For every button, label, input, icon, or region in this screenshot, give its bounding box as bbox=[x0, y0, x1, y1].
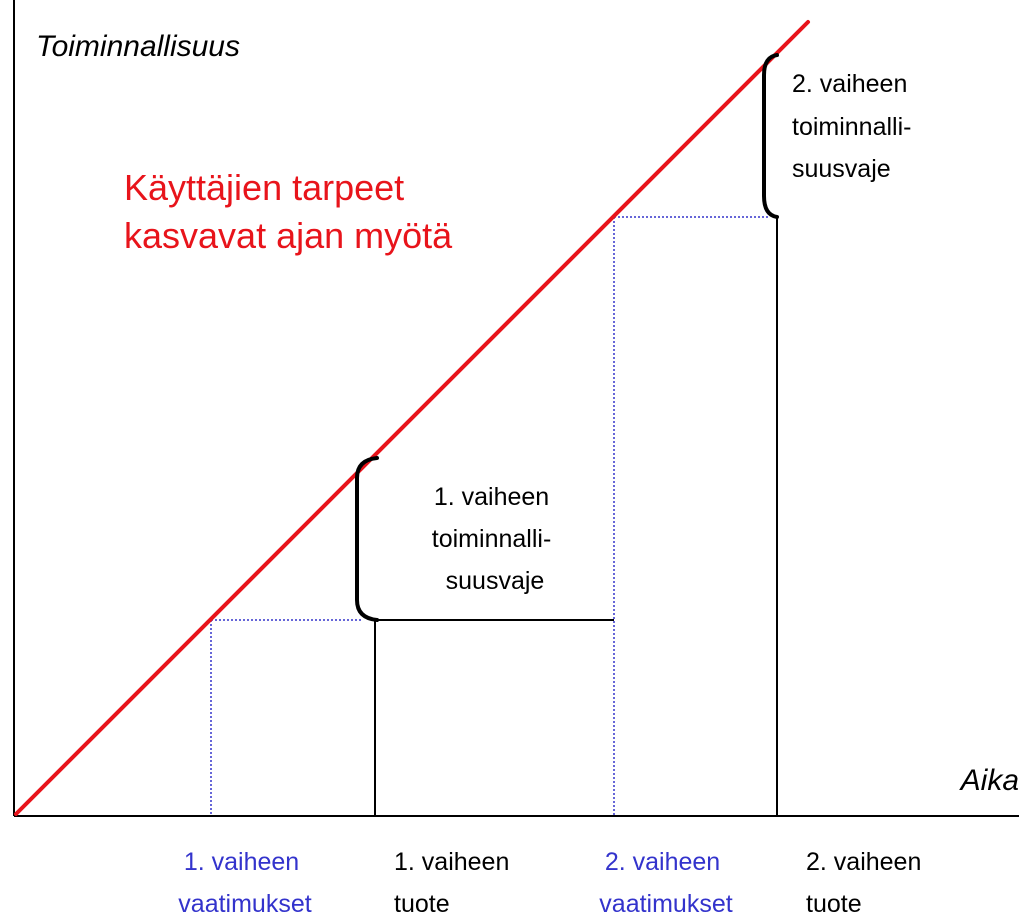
phase1-gap-label: 1. vaiheen toiminnalli- suusvaje bbox=[432, 483, 558, 595]
phase1-gap-brace bbox=[355, 456, 379, 622]
x-label-phase1-requirements-line2: vaatimukset bbox=[178, 890, 311, 918]
x-label-phase2-product: 2. vaiheen tuote bbox=[806, 848, 928, 918]
x-label-phase2-product-line1: 2. vaiheen bbox=[806, 848, 921, 876]
x-axis-title: Aika bbox=[959, 764, 1019, 797]
user-needs-annotation: Käyttäjien tarpeet kasvavat ajan myötä bbox=[124, 167, 453, 256]
y-axis-title: Toiminnallisuus bbox=[36, 30, 240, 63]
x-label-phase1-requirements: 1. vaiheen vaatimukset bbox=[178, 848, 311, 918]
phase1-gap-label-line3: suusvaje bbox=[446, 567, 545, 595]
user-needs-annotation-line2: kasvavat ajan myötä bbox=[124, 215, 453, 256]
x-label-phase2-product-line2: tuote bbox=[806, 890, 862, 918]
x-label-phase1-requirements-line1: 1. vaiheen bbox=[184, 848, 299, 876]
x-label-phase1-product-line1: 1. vaiheen bbox=[394, 848, 509, 876]
phase1-gap-label-line2: toiminnalli- bbox=[432, 525, 551, 553]
phase2-gap-label-line3: suusvaje bbox=[792, 155, 891, 183]
x-label-phase1-product: 1. vaiheen tuote bbox=[394, 848, 516, 918]
phase2-gap-label-line2: toiminnalli- bbox=[792, 113, 911, 141]
user-needs-annotation-line1: Käyttäjien tarpeet bbox=[124, 167, 404, 208]
x-label-phase2-requirements-line2: vaatimukset bbox=[599, 890, 732, 918]
phase2-gap-label: 2. vaiheen toiminnalli- suusvaje bbox=[792, 70, 918, 183]
x-label-phase1-product-line2: tuote bbox=[394, 890, 450, 918]
phase1-gap-label-line1: 1. vaiheen bbox=[434, 483, 549, 511]
user-needs-line bbox=[14, 20, 810, 816]
x-label-phase2-requirements-line1: 2. vaiheen bbox=[605, 848, 720, 876]
x-label-phase2-requirements: 2. vaiheen vaatimukset bbox=[599, 848, 732, 918]
phase2-gap-label-line1: 2. vaiheen bbox=[792, 70, 907, 98]
phase2-gap-brace bbox=[762, 53, 779, 219]
